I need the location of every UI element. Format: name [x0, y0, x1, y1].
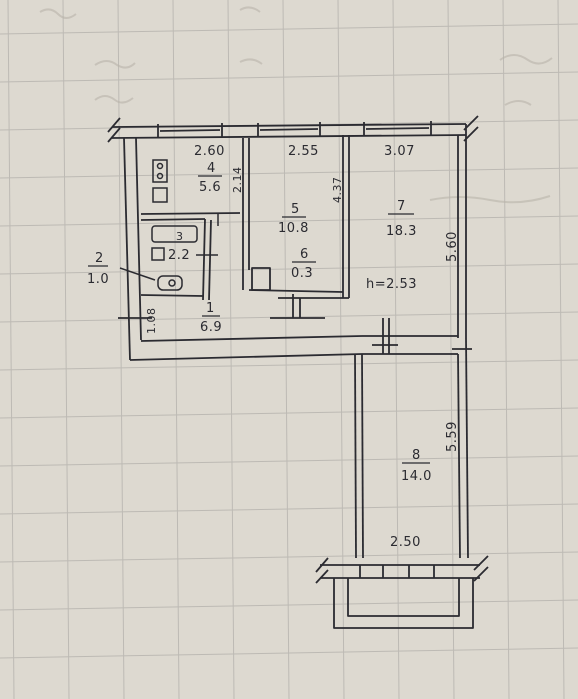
- grid-line-vertical: [337, 0, 345, 699]
- kitchen-sink: [152, 187, 168, 203]
- dimension-labels: 2.60 2.55 3.07 2.14 4.37 5.60 1.08 5.59 …: [145, 144, 460, 550]
- bottom-wall-inner: [140, 335, 363, 342]
- top-wall-outer: [111, 123, 467, 128]
- room-4-area: 5.6: [199, 180, 221, 195]
- room-8-number: 8: [412, 448, 421, 463]
- walls: [107, 115, 489, 629]
- room-5-number: 5: [291, 202, 300, 217]
- room-6-area: 0.3: [291, 266, 313, 281]
- bathtub-fixture: [151, 225, 198, 243]
- dim-room4-side: 2.14: [231, 167, 244, 194]
- ceiling-height: h=2.53: [366, 277, 417, 292]
- room-4-number: 4: [207, 161, 216, 176]
- dim-room7-side: 5.60: [445, 231, 460, 262]
- grid-line-horizontal: [0, 71, 578, 83]
- grid-line-horizontal: [0, 551, 578, 563]
- room-3-number: 3: [176, 230, 184, 243]
- faded-marks-top: [39, 6, 553, 204]
- dim-top-room5: 2.55: [288, 144, 319, 159]
- bottom-wall-outer: [129, 353, 363, 361]
- grid-line-vertical: [557, 0, 565, 699]
- grid-line-horizontal: [0, 215, 578, 227]
- room-labels: 1 6.9 2 1.0 3 2.2 4 5.6 5 10.8 6 0.3 7 1…: [87, 161, 432, 484]
- grid-line-horizontal: [0, 23, 578, 35]
- toilet-fixture: [157, 275, 183, 291]
- room-6-number: 6: [300, 247, 309, 262]
- room-1-area: 6.9: [200, 320, 222, 335]
- dim-room8-side: 5.59: [445, 421, 460, 452]
- grid-line-vertical: [227, 0, 235, 699]
- grid-line-horizontal: [0, 407, 578, 419]
- room-7-area: 18.3: [386, 224, 417, 239]
- grid-line-horizontal: [0, 599, 578, 611]
- dim-top-room4: 2.60: [194, 144, 225, 159]
- room-7-number: 7: [397, 199, 406, 214]
- grid-line-horizontal: [0, 647, 578, 659]
- dim-balcony-width: 2.50: [390, 535, 421, 550]
- stove-fixture: [152, 159, 168, 183]
- dim-top-room7: 3.07: [384, 144, 415, 159]
- grid-line-horizontal: [0, 311, 578, 323]
- room-2-area: 1.0: [87, 272, 109, 287]
- balcony-outline: [320, 564, 480, 579]
- fixtures: [119, 159, 219, 291]
- grid-line-vertical: [117, 0, 125, 699]
- grid-line-horizontal: [0, 167, 578, 179]
- room8-right-wall: [457, 353, 461, 559]
- grid-line-horizontal: [0, 455, 578, 467]
- grid-line-horizontal: [0, 503, 578, 515]
- grid-line-vertical: [392, 0, 400, 699]
- dim-room5-side: 4.37: [331, 177, 344, 204]
- grid-line-vertical: [62, 0, 70, 699]
- left-wall-inner: [135, 137, 142, 341]
- grid-line-vertical: [502, 0, 510, 699]
- top-wall-inner: [111, 134, 467, 139]
- grid-line-vertical: [447, 0, 455, 699]
- room-1-number: 1: [206, 301, 215, 316]
- left-wall-outer: [123, 137, 131, 361]
- room-5-area: 10.8: [278, 221, 309, 236]
- grid-line-vertical: [172, 0, 180, 699]
- room-2-number: 2: [95, 251, 104, 266]
- room-8-area: 14.0: [401, 469, 432, 484]
- grid-line-vertical: [282, 0, 290, 699]
- grid-line-vertical: [7, 0, 15, 699]
- room8-left-wall: [354, 353, 357, 559]
- grid-line-horizontal: [0, 263, 578, 275]
- dim-hall-side: 1.08: [145, 308, 158, 335]
- grid-line-horizontal: [0, 359, 578, 371]
- room-3-area: 2.2: [168, 248, 190, 263]
